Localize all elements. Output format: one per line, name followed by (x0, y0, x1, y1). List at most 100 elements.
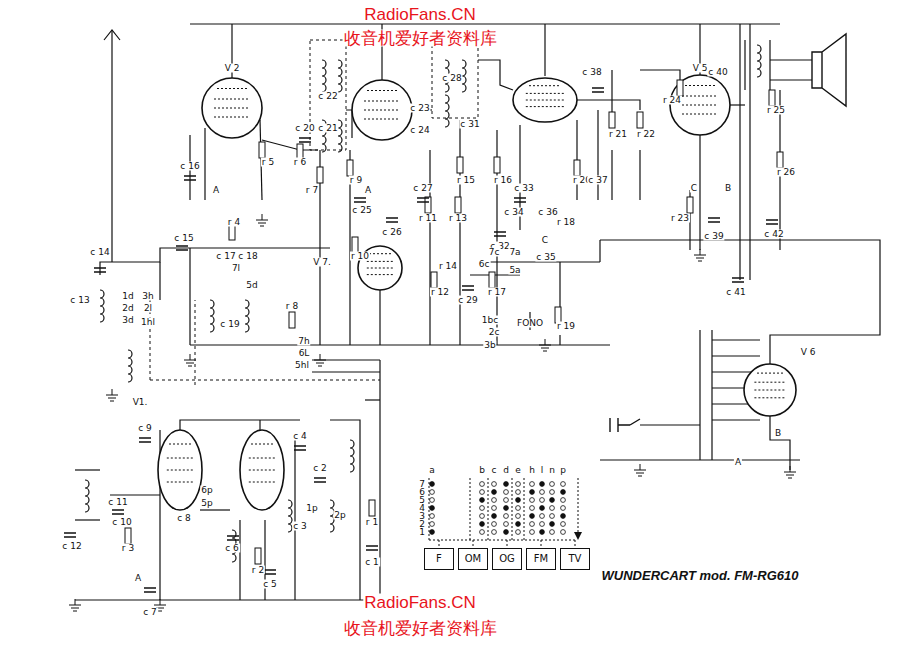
resistor-symbol (259, 142, 265, 158)
part-label: c 10 (111, 518, 132, 527)
resistor-symbol (455, 197, 461, 213)
switch-contact (516, 490, 521, 495)
part-label: r 26 (776, 168, 796, 177)
part-label: c 7 (142, 608, 158, 617)
tube-symbol (352, 80, 412, 140)
grounds (69, 214, 796, 611)
wire (600, 459, 800, 460)
ground-symbol (256, 214, 268, 226)
switch-contact (561, 498, 566, 503)
part-label: c 5 (262, 580, 278, 589)
switch-contact (430, 530, 435, 535)
switch-contact (561, 522, 566, 527)
part-label: c 22 (317, 92, 338, 101)
part-label: 7l (231, 264, 241, 273)
switch-contact (516, 522, 521, 527)
part-label: A (134, 574, 142, 583)
switch-contact (504, 514, 509, 519)
part-label: r 21 (608, 130, 628, 139)
wire (259, 420, 260, 430)
switch-contact (516, 498, 521, 503)
part-label: 1p (305, 504, 318, 513)
shield-outline (310, 40, 346, 150)
wire (111, 30, 112, 262)
part-label: r 24 (662, 96, 682, 105)
ground-symbol (184, 354, 196, 366)
mode-name: OG (499, 554, 515, 564)
capacitor-symbol (494, 232, 506, 236)
part-label: 6c (478, 260, 491, 269)
part-label: 6p (200, 486, 213, 495)
mode-name: TV (569, 554, 582, 564)
tube-electrodes (526, 86, 564, 107)
part-label: c 24 (409, 126, 430, 135)
part-label: c 4 (292, 432, 308, 441)
resistor-symbol (457, 157, 463, 173)
wire (190, 23, 780, 24)
part-label: c 35 (535, 253, 556, 262)
ground-symbol (784, 466, 796, 478)
switch-contact (430, 482, 435, 487)
part-label: 2d (121, 304, 134, 313)
switch-contact (516, 514, 521, 519)
tube-symbol (202, 78, 262, 138)
tube-electrodes (167, 444, 193, 482)
part-label: c 26 (381, 228, 402, 237)
switch-contact (540, 522, 545, 527)
tube-electrodes (214, 89, 250, 118)
switch-contact (530, 498, 535, 503)
wire (712, 339, 760, 340)
part-label: r 2 (251, 566, 265, 575)
wire (112, 248, 330, 262)
speaker-symbol (812, 34, 846, 106)
mode-box: F (424, 548, 454, 570)
switch-link (575, 540, 576, 548)
switch-link (429, 478, 430, 540)
part-label: r 11 (418, 214, 438, 223)
part-label: r 10 (350, 252, 370, 261)
part-label: 1bc (481, 316, 499, 325)
switch-contact (540, 482, 545, 487)
wire (200, 509, 230, 510)
capacitor-symbol (144, 588, 156, 592)
switch-contact (492, 522, 497, 527)
switch-contact (504, 530, 509, 535)
mode-name: OM (465, 554, 482, 564)
part-label: r 3 (121, 544, 135, 553)
part-label: c 31 (459, 120, 480, 129)
wire (599, 240, 600, 262)
part-label: c 34 (503, 208, 524, 217)
shield-outline (195, 300, 196, 385)
diagram-title: WUNDERCART mod. FM-RG610 (602, 568, 799, 583)
wire (730, 104, 745, 105)
part-label: c 42 (763, 230, 784, 239)
part-label: 2p (333, 511, 346, 520)
wire (189, 248, 190, 345)
switch-contact (540, 530, 545, 535)
part-label: V 5 (692, 64, 709, 73)
part-label: B (724, 184, 732, 193)
coil-symbol (128, 350, 132, 382)
part-label: c 37 (587, 176, 608, 185)
wire (769, 40, 770, 90)
part-label: V 2 (224, 64, 241, 73)
part-label: e (514, 466, 522, 475)
wire (239, 520, 240, 600)
part-label: r 7 (305, 186, 319, 195)
part-label: c 8 (176, 514, 192, 523)
part-label: r 16 (493, 176, 513, 185)
wires (75, 24, 880, 600)
switch-contact (540, 490, 545, 495)
switch-contact (530, 482, 535, 487)
part-label: r 18 (556, 218, 576, 227)
resistor-symbol (125, 528, 131, 544)
switch-contact (550, 522, 555, 527)
switch-contact (504, 498, 509, 503)
switch-contact (530, 490, 535, 495)
capacitor-symbol (184, 176, 196, 180)
wire (379, 290, 380, 345)
switch-contact (492, 498, 497, 503)
part-label: c 41 (725, 288, 746, 297)
shield-outline (432, 40, 478, 118)
part-label: A (734, 458, 742, 467)
